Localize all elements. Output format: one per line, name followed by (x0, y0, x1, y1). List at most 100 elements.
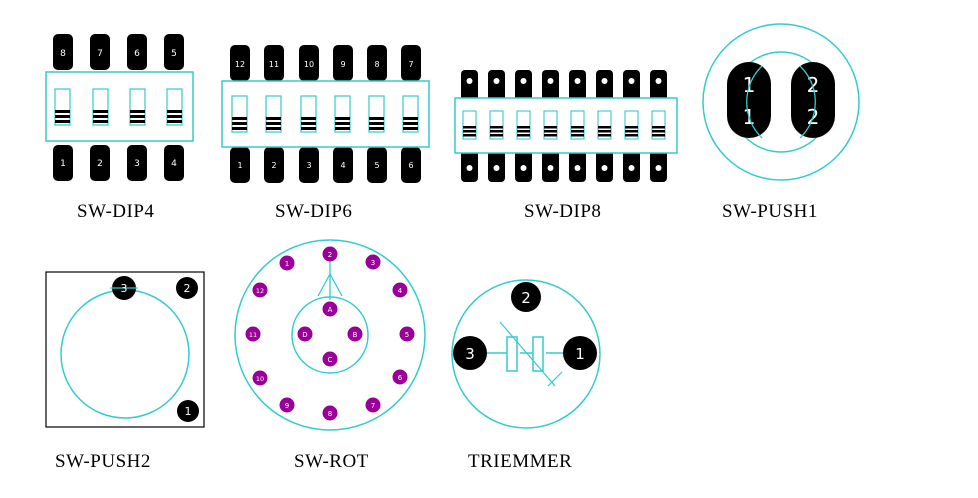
sw-push1-arc (799, 65, 816, 139)
sw-push1-outer-outline (702, 23, 860, 181)
sw-dip6-top-pads: 12 11 10 9 8 7 (230, 45, 421, 81)
sw-dip4-top-pads: 8 7 6 5 (53, 34, 184, 70)
pad-label: 2 (271, 161, 276, 170)
pad (399, 326, 415, 342)
pad (264, 45, 284, 81)
pad-label: 8 (374, 60, 379, 69)
sw-dip6-footprint: 12 11 10 9 8 7 1 2 3 4 5 6 (221, 45, 430, 183)
pad-label: 11 (249, 331, 257, 339)
pad (90, 34, 110, 70)
triemmer-footprint: 2 3 1 (451, 279, 601, 429)
switch-actuator (92, 88, 109, 126)
triemmer-pad: 1 (563, 336, 597, 370)
switch-actuator (489, 110, 504, 140)
pad (401, 147, 421, 183)
pad (279, 255, 295, 271)
sw-dip8-bottom-pads (461, 150, 667, 182)
pad-label: 3 (134, 159, 140, 169)
pad (252, 282, 268, 298)
pad (347, 326, 363, 342)
pad (623, 70, 640, 102)
pad (367, 147, 387, 183)
pad (230, 147, 250, 183)
sw-push2-footprint: 3 2 1 (45, 271, 205, 428)
sw-dip8-body-outline (454, 97, 678, 154)
triemmer-caption: TRIEMMER (468, 451, 573, 472)
pad-label: 5 (405, 331, 409, 339)
pad-label: 6 (398, 374, 403, 382)
pad (245, 326, 261, 342)
triemmer-resistor-element (532, 336, 544, 372)
sw-rot-outer-outline (234, 239, 426, 431)
pad (333, 147, 353, 183)
pad (53, 34, 73, 70)
pad-label: D (302, 331, 307, 339)
pad-label: 9 (340, 60, 345, 69)
sw-push1-arc (746, 65, 763, 139)
sw-dip4-footprint: 8 7 6 5 1 2 3 4 (45, 34, 194, 181)
pad-label: 8 (328, 410, 332, 418)
sw-dip8-footprint (454, 70, 678, 182)
sw-dip4-switch-actuators (54, 88, 183, 126)
switch-actuator (300, 95, 317, 133)
switch-actuator (651, 110, 666, 140)
pad (299, 45, 319, 81)
pad-label: 8 (60, 49, 66, 59)
pad (127, 145, 147, 181)
pad-label: 1 (575, 345, 585, 363)
switch-actuator (231, 95, 248, 133)
sw-push2-pad: 2 (176, 277, 198, 299)
pad-label: 6 (134, 49, 140, 59)
pad (230, 45, 250, 81)
sw-dip8-switch-actuators (462, 110, 666, 140)
pad (542, 70, 559, 102)
sw-dip8-caption: SW-DIP8 (524, 201, 602, 222)
pad (367, 45, 387, 81)
pad-label: 5 (374, 161, 379, 170)
pad-label: 1 (285, 260, 289, 268)
sw-rot-outer-pads: 2 3 4 5 6 7 8 9 10 11 12 1 (245, 246, 415, 421)
pad-label: B (353, 331, 358, 339)
pad-label: 12 (256, 287, 264, 295)
switch-actuator (54, 88, 71, 126)
switch-actuator (543, 110, 558, 140)
pad-label: 7 (371, 402, 375, 410)
pad-label: 2 (97, 159, 103, 169)
switch-actuator (462, 110, 477, 140)
pad-label: A (328, 306, 333, 314)
pad-label: 3 (121, 282, 128, 295)
sw-push1-footprint: 1 1 2 2 (702, 23, 860, 181)
sw-push1-caption: SW-PUSH1 (722, 201, 818, 222)
switch-actuator (402, 95, 419, 133)
switch-actuator (334, 95, 351, 133)
sw-push2-body-outline (45, 271, 205, 428)
pad (392, 282, 408, 298)
pad-label: C (328, 356, 333, 364)
pad (90, 145, 110, 181)
sw-dip6-caption: SW-DIP6 (275, 201, 353, 222)
pad (515, 70, 532, 102)
pad-label: 7 (97, 49, 103, 59)
sw-push1-pad-left: 1 1 (727, 62, 771, 138)
pad (488, 70, 505, 102)
pad-label: 3 (306, 161, 311, 170)
sw-rot-inner-pads: A B C D (297, 301, 363, 367)
pad-label: 4 (398, 287, 403, 295)
pad (279, 397, 295, 413)
pad-label: 3 (371, 259, 375, 267)
sw-dip6-bottom-pads: 1 2 3 4 5 6 (230, 147, 421, 183)
pad (252, 370, 268, 386)
triemmer-resistor-element (506, 336, 518, 372)
switch-actuator (129, 88, 146, 126)
pad-label: 6 (408, 161, 413, 170)
pad (297, 326, 313, 342)
pad (127, 34, 147, 70)
pad (569, 70, 586, 102)
pad-label: 10 (304, 60, 314, 69)
sw-rot-footprint: 2 3 4 5 6 7 8 9 10 11 12 1 A B C D (234, 239, 426, 431)
sw-dip6-switch-actuators (231, 95, 419, 133)
switch-actuator (265, 95, 282, 133)
pad (299, 147, 319, 183)
triemmer-wiper-line (499, 321, 556, 387)
